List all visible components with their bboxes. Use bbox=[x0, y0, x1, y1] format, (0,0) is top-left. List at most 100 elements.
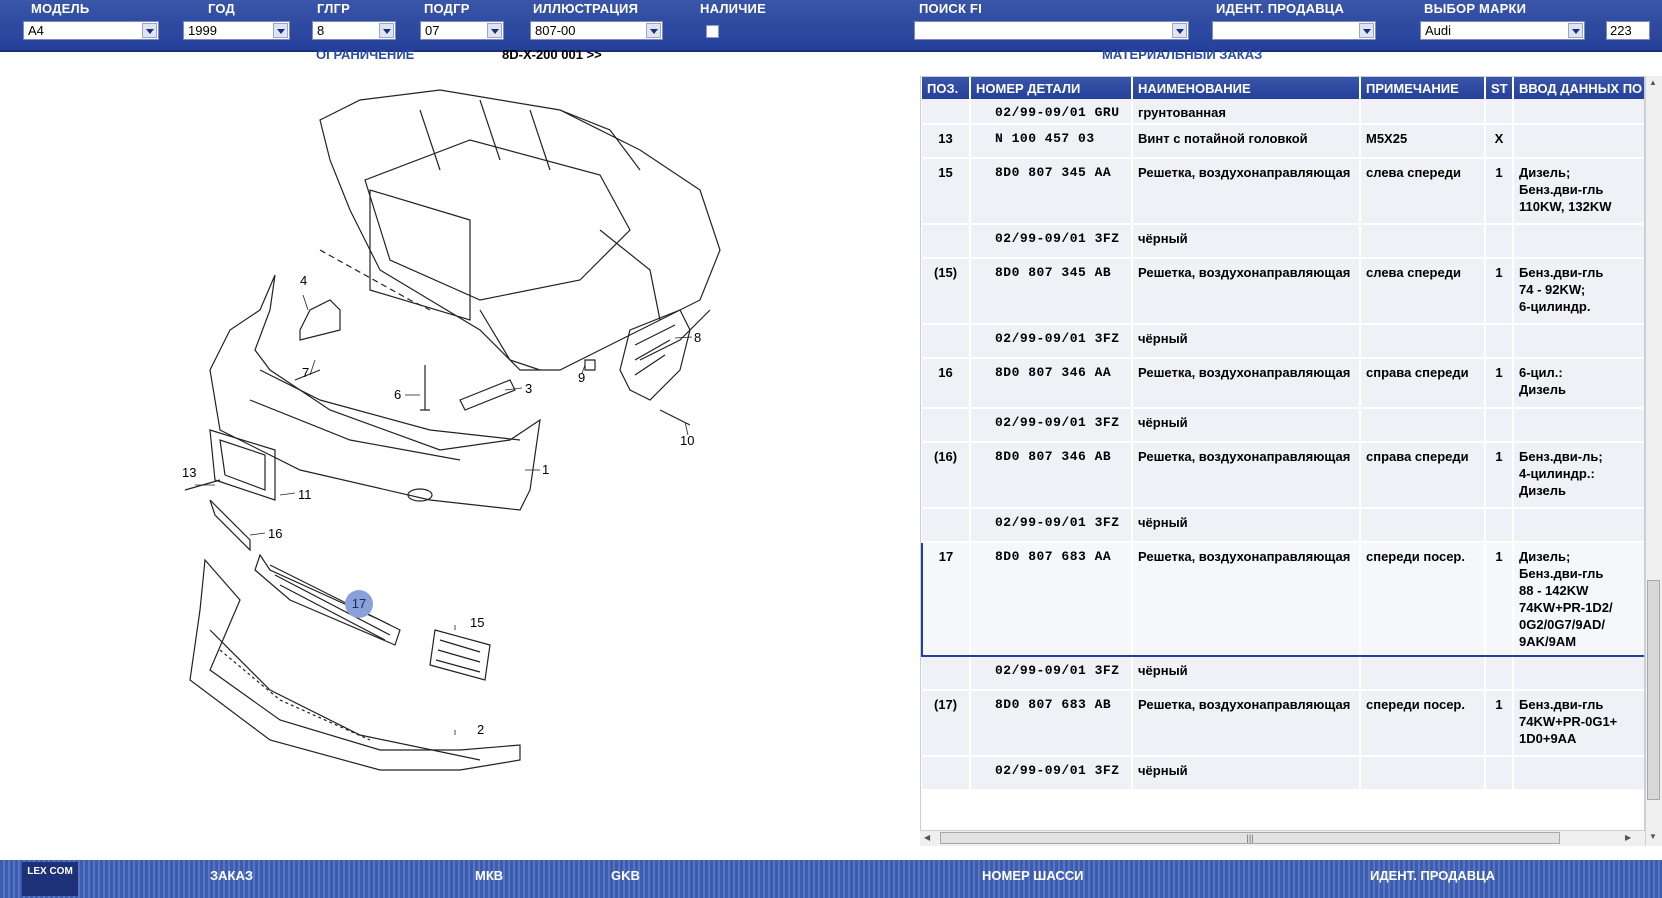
chevron-down-icon[interactable] bbox=[379, 23, 394, 38]
brand-code-field[interactable]: 223 bbox=[1606, 21, 1650, 40]
column-header-data-input[interactable]: ВВОД ДАННЫХ ПО bbox=[1513, 77, 1644, 99]
horizontal-scroll-thumb[interactable]: ||| bbox=[940, 832, 1560, 844]
brand-value: Audi bbox=[1425, 23, 1452, 38]
dealer-id-button[interactable]: ИДЕНТ. ПРОДАВЦА bbox=[1370, 868, 1496, 883]
illustration-select[interactable]: 807-00 bbox=[530, 21, 663, 40]
chassis-number-button[interactable]: НОМЕР ШАССИ bbox=[982, 868, 1084, 883]
cell-part: 8D0 807 345 AB bbox=[970, 258, 1133, 325]
cell-note bbox=[1360, 408, 1486, 443]
chevron-down-icon[interactable] bbox=[273, 23, 288, 38]
callout-13: 13 bbox=[182, 465, 197, 480]
scroll-left-icon[interactable]: ◀ bbox=[924, 833, 931, 842]
column-header-st[interactable]: ST bbox=[1485, 77, 1514, 99]
cell-data: Дизель; Бенз.дви-гль 88 - 142KW 74KW+PR-… bbox=[1513, 541, 1644, 657]
scroll-down-icon[interactable]: ▼ bbox=[1649, 832, 1657, 841]
column-header-name[interactable]: НАИМЕНОВАНИЕ bbox=[1132, 77, 1361, 99]
parts-table: ПОЗ. НОМЕР ДЕТАЛИ НАИМЕНОВАНИЕ ПРИМЕЧАНИ… bbox=[921, 77, 1644, 791]
callout-7: 7 bbox=[302, 365, 310, 380]
column-header-note[interactable]: ПРИМЕЧАНИЕ bbox=[1360, 77, 1486, 99]
top-toolbar: МОДЕЛЬ ГОД ГЛГР ПОДГР ИЛЛЮСТРАЦИЯ НАЛИЧИ… bbox=[0, 0, 1662, 52]
dealer-id-select[interactable] bbox=[1212, 21, 1376, 40]
position-17-marker[interactable]: 17 bbox=[345, 590, 373, 618]
model-select[interactable]: A4 bbox=[23, 21, 159, 40]
sub-group-select[interactable]: 07 bbox=[420, 21, 504, 40]
scroll-up-icon[interactable]: ▲ bbox=[1649, 78, 1657, 87]
cell-data bbox=[1513, 408, 1644, 443]
cell-st bbox=[1485, 508, 1514, 543]
chevron-down-icon[interactable] bbox=[1172, 23, 1187, 38]
cell-name: грунтованная bbox=[1132, 99, 1361, 125]
year-select[interactable]: 1999 bbox=[183, 21, 290, 40]
cell-name: Решетка, воздухонаправляющая bbox=[1132, 158, 1361, 225]
cell-st bbox=[1485, 99, 1514, 125]
cell-note bbox=[1360, 656, 1486, 691]
restriction-value[interactable]: 8D-X-200 001 >> bbox=[502, 47, 602, 62]
chevron-down-icon[interactable] bbox=[142, 23, 157, 38]
cell-note: спереди посер. bbox=[1360, 690, 1486, 757]
model-value: A4 bbox=[28, 23, 44, 38]
callout-10: 10 bbox=[680, 433, 695, 448]
chevron-down-icon[interactable] bbox=[646, 23, 661, 38]
cell-data: 6-цил.: Дизель bbox=[1513, 358, 1644, 409]
cell-st: 1 bbox=[1485, 541, 1514, 657]
year-label: ГОД bbox=[208, 1, 235, 16]
chevron-down-icon[interactable] bbox=[1359, 23, 1374, 38]
callout-11: 11 bbox=[298, 487, 312, 502]
material-order-title: МАТЕРИАЛЬНЫЙ ЗАКАЗ bbox=[1102, 47, 1263, 62]
cell-pos bbox=[922, 324, 971, 359]
main-group-value: 8 bbox=[317, 23, 325, 38]
scroll-right-icon[interactable]: ▶ bbox=[1625, 833, 1632, 842]
parts-diagram: 4 7 6 3 9 8 10 13 11 16 1 15 2 17 bbox=[180, 70, 760, 830]
availability-checkbox[interactable] bbox=[706, 25, 719, 38]
mkv-button[interactable]: МКВ bbox=[475, 868, 504, 883]
callout-2: 2 bbox=[477, 722, 485, 737]
cell-part: 8D0 807 345 AA bbox=[970, 158, 1133, 225]
availability-label: НАЛИЧИЕ bbox=[700, 1, 766, 16]
model-label: МОДЕЛЬ bbox=[31, 1, 90, 16]
cell-pos bbox=[922, 408, 971, 443]
chevron-down-icon[interactable] bbox=[487, 23, 502, 38]
cell-st: X bbox=[1485, 124, 1514, 159]
column-header-part-number[interactable]: НОМЕР ДЕТАЛИ bbox=[970, 77, 1133, 99]
callout-1: 1 bbox=[542, 462, 550, 477]
callout-9: 9 bbox=[578, 370, 586, 385]
cell-pos bbox=[922, 756, 971, 791]
vertical-scroll-thumb[interactable] bbox=[1647, 580, 1660, 800]
chevron-down-icon[interactable] bbox=[1568, 23, 1583, 38]
year-value: 1999 bbox=[188, 23, 217, 38]
callout-16: 16 bbox=[268, 526, 283, 541]
brand-select[interactable]: Audi bbox=[1420, 21, 1585, 40]
cell-part: 02/99-09/01 3FZ bbox=[970, 224, 1133, 259]
cell-part: N 100 457 03 bbox=[970, 124, 1133, 159]
cell-st bbox=[1485, 756, 1514, 791]
cell-data bbox=[1513, 324, 1644, 359]
cell-note: M5X25 bbox=[1360, 124, 1486, 159]
cell-part: 02/99-09/01 3FZ bbox=[970, 756, 1133, 791]
cell-data bbox=[1513, 656, 1644, 691]
order-button[interactable]: ЗАКАЗ bbox=[210, 868, 253, 883]
cell-data bbox=[1513, 124, 1644, 159]
search-fi-select[interactable] bbox=[914, 21, 1189, 40]
cell-name: чёрный bbox=[1132, 324, 1361, 359]
callout-15: 15 bbox=[470, 615, 485, 630]
sub-group-value: 07 bbox=[425, 23, 440, 38]
cell-name: чёрный bbox=[1132, 656, 1361, 691]
gkb-button[interactable]: GKB bbox=[611, 868, 640, 883]
cell-pos: (17) bbox=[922, 690, 971, 757]
column-header-pos[interactable]: ПОЗ. bbox=[922, 77, 971, 99]
main-group-select[interactable]: 8 bbox=[312, 21, 396, 40]
